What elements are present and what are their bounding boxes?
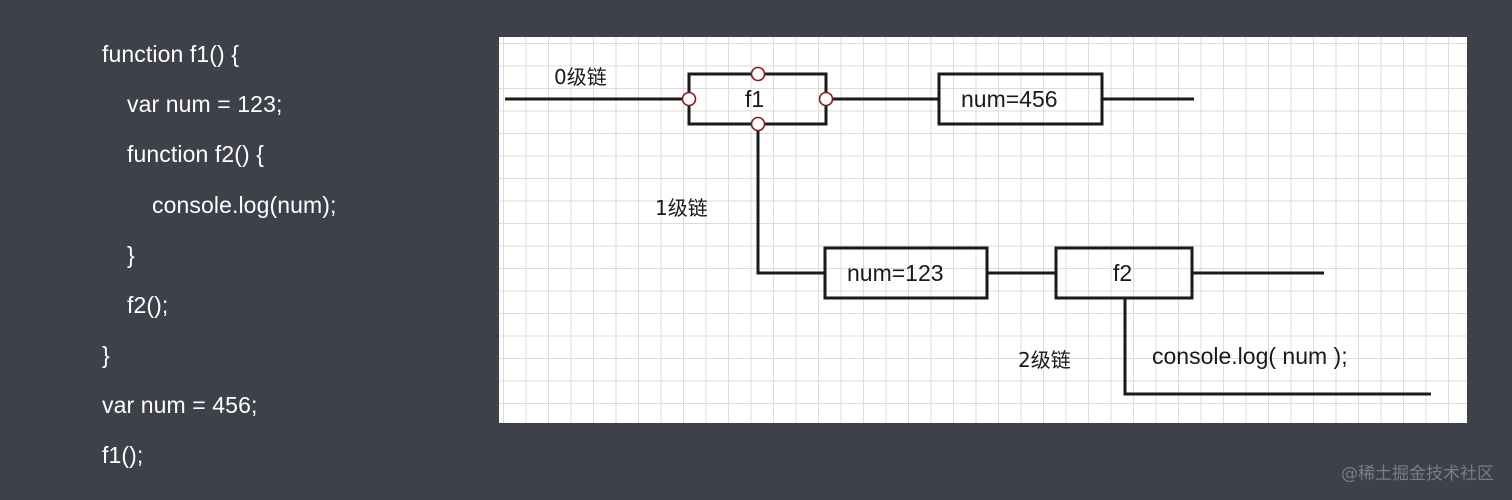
- f2-label: f2: [1113, 260, 1133, 286]
- level2-chain-line: [1123, 298, 1431, 396]
- code-line: f1();: [102, 442, 144, 468]
- code-line: }: [127, 242, 135, 268]
- f1-bottom-connector: [750, 116, 766, 132]
- watermark: @稀土掘金技术社区: [1341, 464, 1494, 484]
- f1-left-connector: [681, 91, 697, 107]
- level2-chain-label: 2级链: [1018, 348, 1071, 372]
- code-line: function f2() {: [127, 141, 265, 167]
- code-line: f2();: [127, 292, 169, 318]
- code-line: function f1() {: [102, 41, 240, 67]
- level0-chain-label: 0级链: [554, 65, 607, 89]
- level1-chain-label: 1级链: [655, 196, 708, 220]
- code-line: var num = 456;: [102, 392, 258, 418]
- scope-chain-diagram: 0级链 f1 num=456 1级链 num=123 f2 2级链 consol…: [499, 37, 1467, 423]
- diagram-lines: [505, 66, 1431, 396]
- code-line: console.log(num);: [152, 192, 337, 218]
- f1-top-connector: [750, 66, 766, 82]
- level1-chain-line: [756, 130, 825, 275]
- num456-label: num=456: [961, 86, 1058, 112]
- console-statement-label: console.log( num );: [1152, 343, 1348, 369]
- code-line: var num = 123;: [127, 91, 283, 117]
- f1-right-connector: [818, 91, 834, 107]
- num456-box: [937, 72, 1104, 126]
- f1-label: f1: [745, 86, 765, 112]
- num123-label: num=123: [847, 260, 944, 286]
- code-line: }: [102, 342, 110, 368]
- num123-box: [823, 246, 989, 300]
